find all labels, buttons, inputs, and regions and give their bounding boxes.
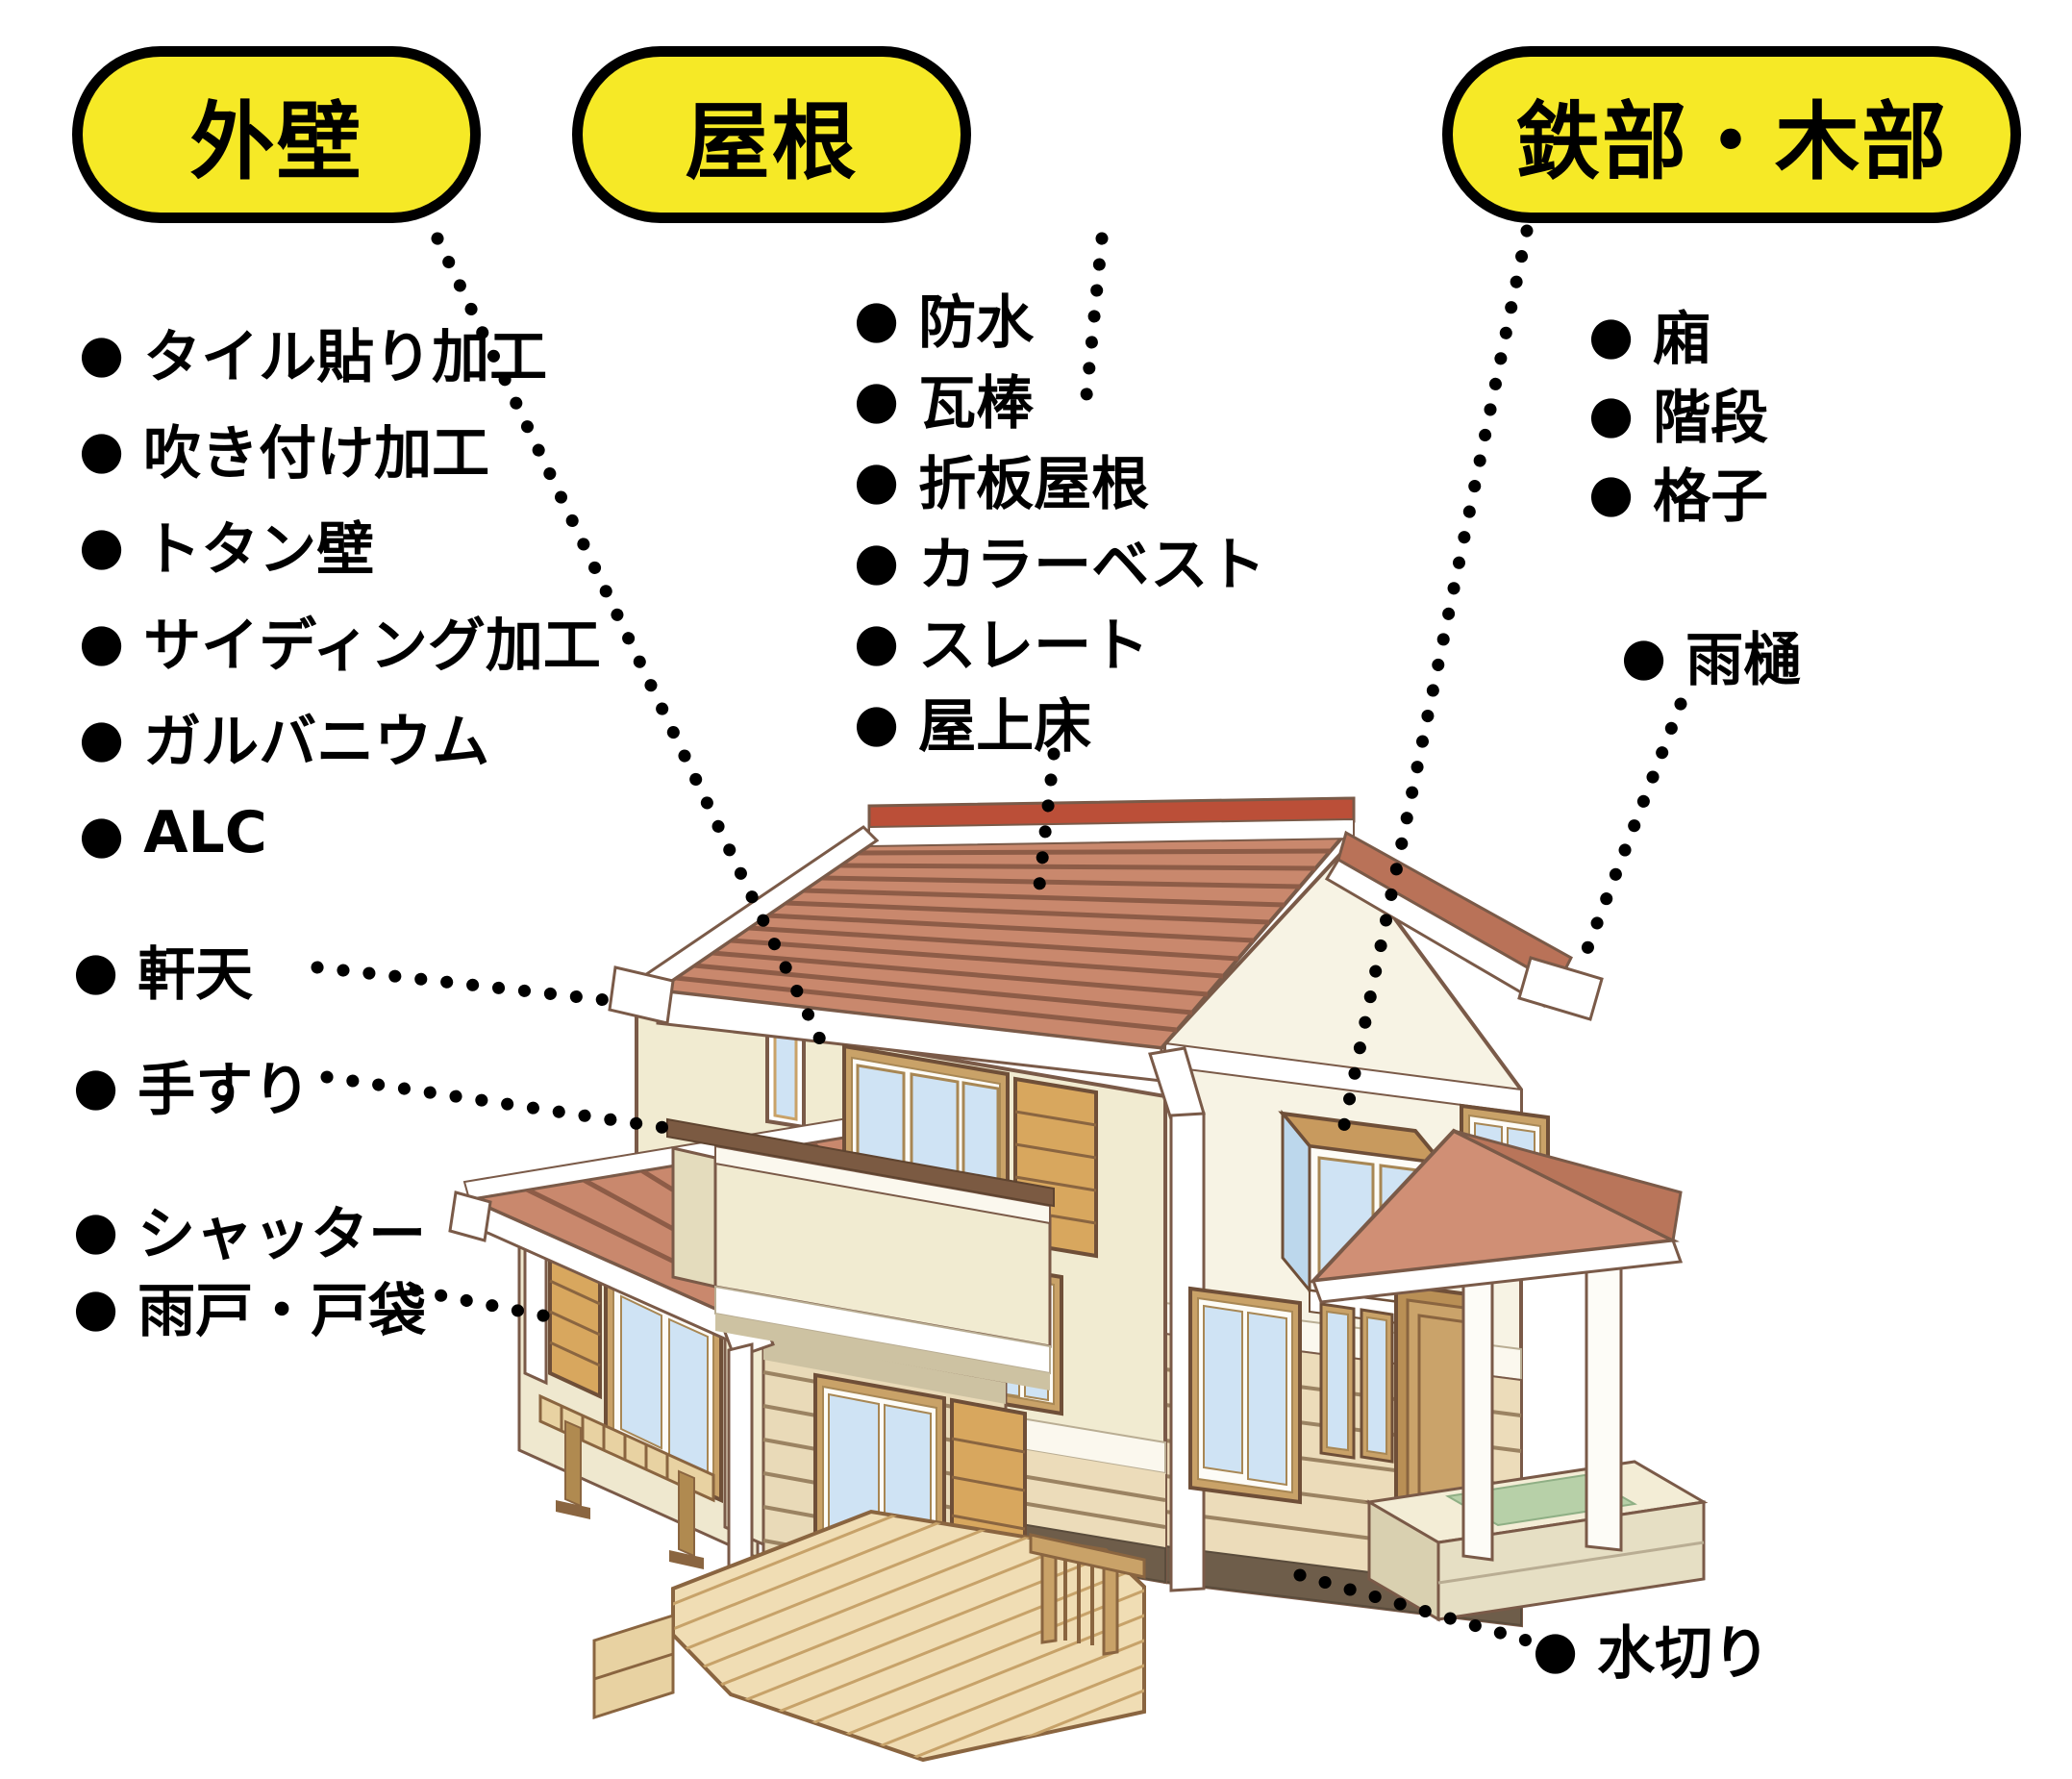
list-item-label: 階段 (1653, 384, 1769, 452)
bullet-icon: ● (79, 708, 125, 768)
deck-railing (1029, 1533, 1146, 1656)
bullet-icon: ● (854, 369, 900, 430)
slim-windows (1319, 1302, 1394, 1464)
list-item-label: 吹き付け加工 (143, 419, 490, 488)
porch-roof (1308, 1128, 1684, 1304)
list-item: ● 吹き付け加工 (79, 400, 601, 496)
callout-label: 手すり (137, 1056, 312, 1124)
list-item-label: スレート (918, 612, 1150, 680)
connector-yane-roof (1032, 747, 1061, 901)
bullet-icon: ● (79, 515, 125, 576)
bullet-icon: ● (79, 612, 125, 672)
list-item: ● 階段 (1588, 373, 1768, 452)
garden-bench (538, 1393, 715, 1569)
bullet-icon: ● (73, 1277, 119, 1338)
gutter-end-box (1517, 956, 1604, 1021)
bullet-icon: ● (79, 804, 125, 864)
callout-label: 雨樋 (1685, 626, 1802, 694)
bullet-icon: ● (1533, 1619, 1579, 1680)
callout-shutter: ● シャッター (73, 1194, 426, 1268)
list-item: ● 格子 (1588, 452, 1768, 531)
header-pill-gaiheki: 外壁 (72, 46, 481, 223)
bullet-icon: ● (79, 323, 125, 384)
connector-tetsubu (1337, 224, 1534, 1132)
list-item: ●廂 (1588, 294, 1768, 373)
callout-mizukiri: ● 水切り (1533, 1614, 1770, 1688)
callout-label: 雨戸・戸袋 (137, 1277, 427, 1345)
list-item-label: 格子 (1653, 463, 1769, 531)
list-item: ● タイル貼り加工 (79, 304, 601, 400)
list-item: ● ガルバニウム (79, 689, 601, 785)
list-item: ● 屋上床 (854, 681, 1265, 762)
header-pill-yane: 屋根 (572, 46, 971, 223)
list-item-label: 防水 (918, 288, 1035, 357)
list-item-label: ガルバニウム (143, 708, 490, 776)
list-item-label: 屋上床 (918, 692, 1092, 761)
header-pill-tetsubu-mokubu: 鉄部・木部 (1442, 46, 2021, 223)
connector-amado (409, 1284, 569, 1326)
callout-amado-tobukuro: ● 雨戸・戸袋 (73, 1271, 426, 1345)
bullet-icon: ● (854, 692, 900, 753)
list-item-label: 折板屋根 (918, 450, 1150, 518)
bullet-icon: ● (854, 531, 900, 591)
list-item: ● 折板屋根 (854, 438, 1265, 519)
list-item-label: タイル貼り加工 (143, 323, 548, 391)
list-item: ● ALC (79, 785, 601, 881)
gutter-left-corner (608, 965, 675, 1025)
list-item-label: サイディング加工 (143, 612, 601, 680)
list-item: ● 瓦棒 (854, 358, 1265, 438)
callout-tesuri: ● 手すり (73, 1050, 311, 1124)
entrance-porch (1188, 1128, 1709, 1622)
connector-nokiten (311, 961, 630, 1009)
list-gaiheki: ● タイル貼り加工 ● 吹き付け加工 ● トタン壁 ● サイディング加工 ● ガルバニウム… (79, 304, 601, 881)
list-item: ● 防水 (854, 277, 1265, 358)
list-item-label: カラーベスト (918, 531, 1266, 599)
list-tetsubu-mokubu: ●廂 ●階段 ●格子 (1588, 294, 1768, 531)
deck-steps (592, 1613, 675, 1720)
bullet-icon: ● (73, 940, 119, 1001)
list-item-label: 瓦棒 (918, 369, 1035, 438)
balcony-handrail (666, 1117, 1055, 1208)
list-item: ● スレート (854, 600, 1265, 681)
bullet-icon: ● (73, 1200, 119, 1261)
header-label: 鉄部・木部 (1514, 91, 1948, 191)
callout-amadoi: ● 雨樋 (1621, 620, 1801, 694)
header-label: 屋根 (685, 91, 859, 191)
first-floor-side-window (1188, 1286, 1302, 1505)
header-label: 外壁 (189, 91, 363, 191)
bullet-icon: ● (854, 450, 900, 511)
connector-yane-list (1078, 232, 1109, 422)
list-item: ● サイディング加工 (79, 592, 601, 689)
callout-nokiten: ● 軒天 (73, 935, 253, 1009)
bullet-icon: ● (79, 419, 125, 480)
list-item-label: ALC (143, 799, 267, 866)
bullet-icon: ● (1588, 463, 1635, 523)
bullet-icon: ● (1621, 626, 1667, 687)
connector-amadoi (1572, 697, 1687, 978)
list-yane: ● 防水 ● 瓦棒 ● 折板屋根 ● カラーベスト ● スレート ● 屋上床 (854, 277, 1265, 762)
bullet-icon: ● (73, 1056, 119, 1116)
callout-label: 軒天 (137, 940, 254, 1009)
connector-tesuri (320, 1070, 680, 1136)
roof-tile-stripes (675, 848, 1332, 1033)
bullet-icon: ● (854, 288, 900, 349)
list-item: ● カラーベスト (854, 519, 1265, 600)
bullet-icon: ● (854, 612, 900, 672)
list-item-label: 廂 (1653, 305, 1711, 373)
balcony (666, 1043, 1098, 1391)
list-item: ● トタン壁 (79, 496, 601, 592)
callout-label: 水切り (1597, 1619, 1771, 1688)
callout-label: シャッター (137, 1200, 427, 1268)
dotted-connectors (311, 224, 1687, 1647)
bullet-icon: ● (1588, 384, 1635, 444)
bullet-icon: ● (1588, 305, 1635, 365)
connector-gaiheki (431, 232, 836, 1065)
list-item-label: トタン壁 (143, 515, 375, 584)
